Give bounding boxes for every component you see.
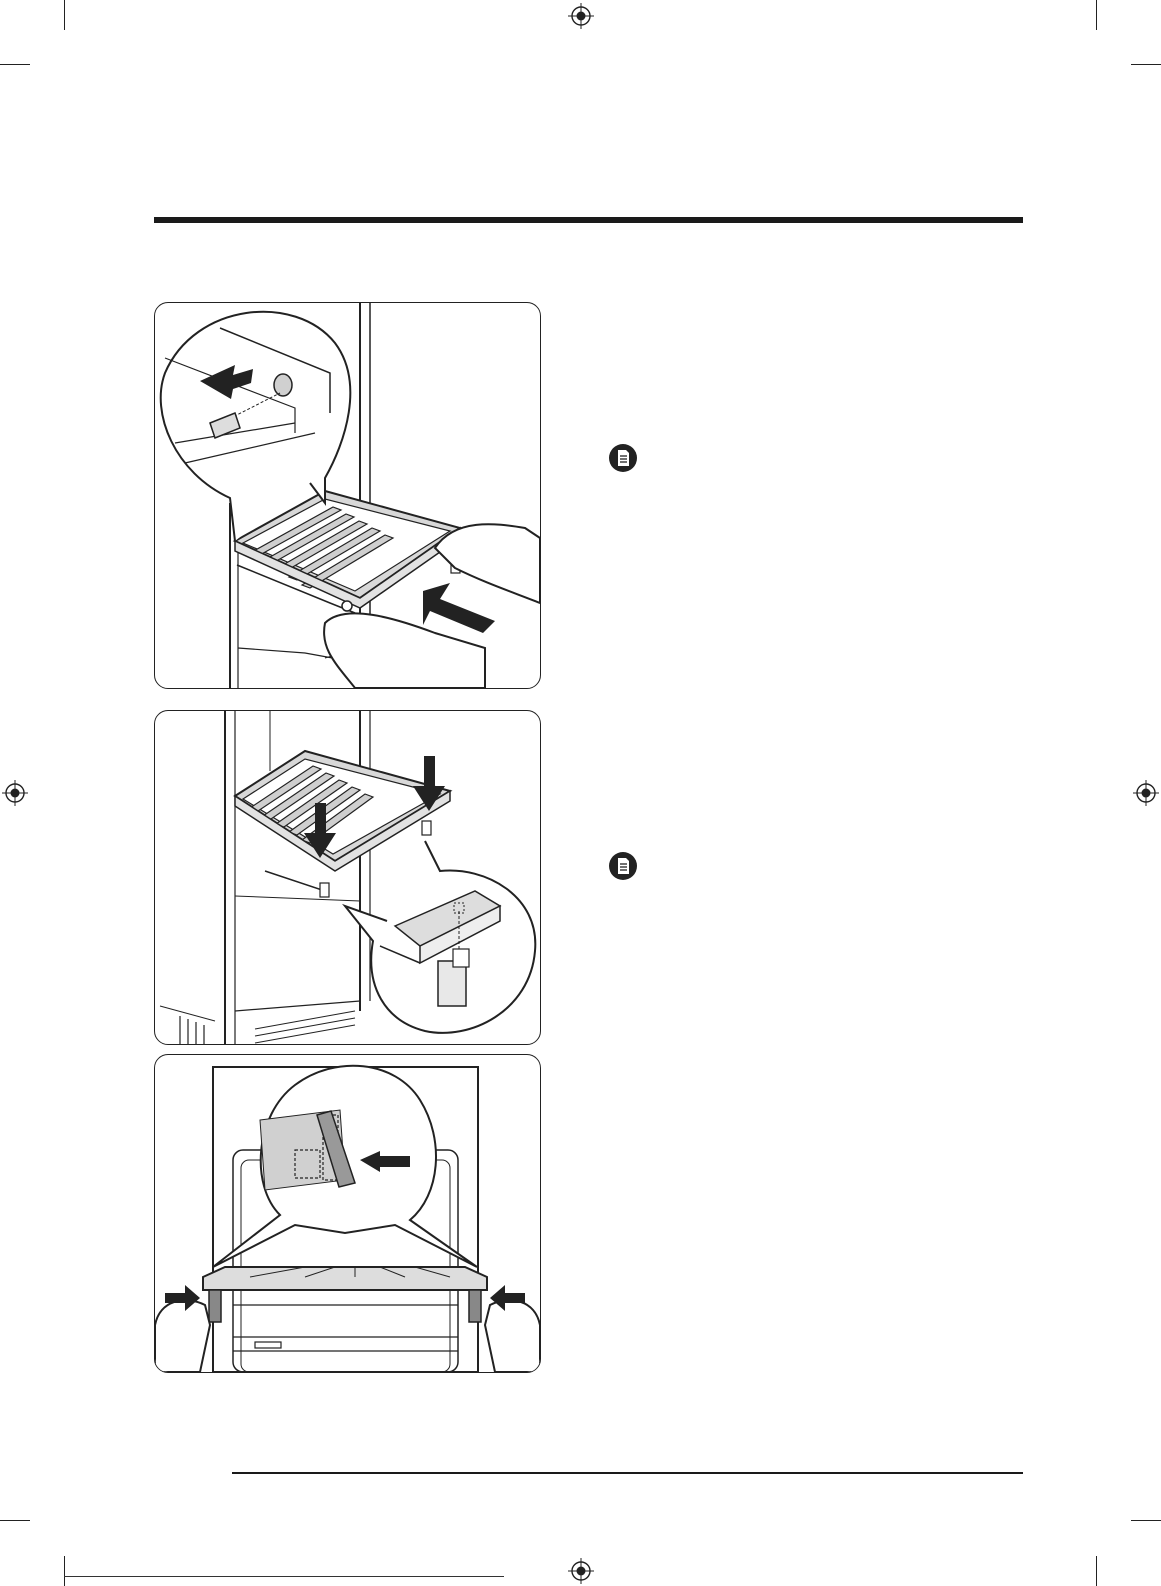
illustration-panel-shelf-side-clip [154, 1054, 541, 1373]
registration-mark-icon [2, 780, 28, 806]
illustration-panel-shelf-lower [154, 710, 541, 1045]
crop-mark [64, 1556, 65, 1586]
crop-mark [1096, 0, 1097, 30]
crop-mark [1096, 1556, 1097, 1586]
note-icon [608, 443, 638, 473]
note-icon [608, 851, 638, 881]
registration-mark-icon [1133, 780, 1159, 806]
footer-print-line [64, 1576, 504, 1577]
shelf-side-clip-illustration [155, 1055, 540, 1372]
section-rule [154, 217, 1023, 223]
crop-mark [0, 64, 30, 65]
push-arrow-icon [423, 583, 495, 633]
shelf-insert-illustration [155, 303, 540, 688]
registration-mark-icon [568, 3, 594, 29]
crop-mark [1131, 64, 1161, 65]
crop-mark [0, 1520, 30, 1521]
crop-mark [1131, 1520, 1161, 1521]
crop-mark [64, 0, 65, 30]
footer-rule [232, 1472, 1023, 1474]
shelf-lower-illustration [155, 711, 540, 1044]
registration-mark-icon [568, 1558, 594, 1584]
illustration-panel-shelf-insert [154, 302, 541, 689]
